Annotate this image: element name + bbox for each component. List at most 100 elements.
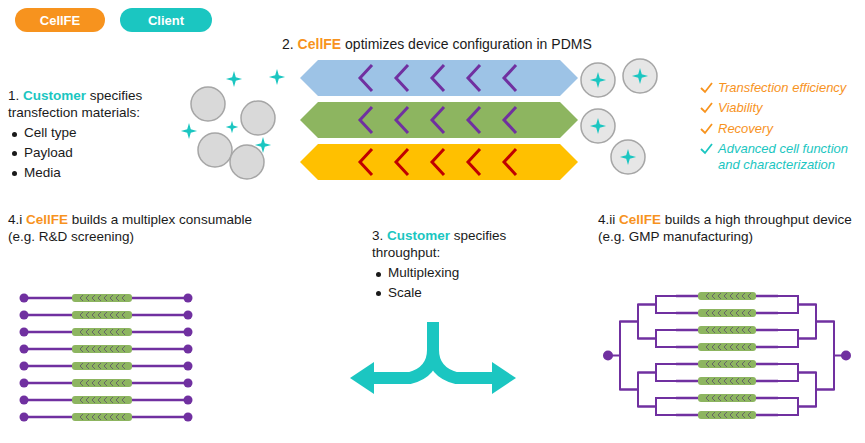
chevron: [116, 397, 119, 403]
text-row: Transfection efficiency: [700, 80, 860, 96]
step-number: 4.ii: [598, 212, 615, 227]
step-number: 2.: [282, 36, 294, 52]
port: [20, 294, 29, 303]
multiplex-consumable: [20, 294, 193, 422]
chevron: [104, 397, 107, 403]
chevron: [104, 380, 107, 386]
chevron: [706, 378, 709, 384]
branch-line: [778, 296, 798, 313]
chevron: [724, 344, 727, 350]
branch-line: [798, 373, 816, 407]
chevron: [724, 412, 727, 418]
text-row: Cell type: [8, 125, 203, 142]
chevron: [730, 310, 733, 316]
chevron: [736, 344, 739, 350]
chevron: [742, 344, 745, 350]
port: [184, 294, 193, 303]
port: [184, 379, 193, 388]
chevron: [122, 312, 125, 318]
port: [603, 351, 613, 361]
chevron: [706, 310, 709, 316]
chevron: [86, 397, 89, 403]
chevron: [86, 329, 89, 335]
chevron: [396, 149, 408, 175]
port: [184, 396, 193, 405]
chevron: [736, 310, 739, 316]
chevron: [122, 380, 125, 386]
check-mark: [700, 102, 713, 114]
chevron: [110, 397, 113, 403]
chevron: [706, 327, 709, 333]
chevron: [724, 395, 727, 401]
chevron: [468, 149, 480, 175]
chevron: [748, 361, 751, 367]
port: [184, 362, 193, 371]
chevron: [116, 414, 119, 420]
chevron: [432, 65, 444, 91]
actor-name: Customer: [387, 228, 450, 243]
chevron: [110, 414, 113, 420]
chevron: [92, 380, 95, 386]
chevron: [724, 378, 727, 384]
chevron: [742, 361, 745, 367]
chevron: [98, 397, 101, 403]
chevron: [86, 312, 89, 318]
chevron: [706, 293, 709, 299]
chevron: [432, 107, 444, 133]
chevron: [116, 312, 119, 318]
chevron: [122, 414, 125, 420]
chevron: [748, 395, 751, 401]
chevron: [104, 414, 107, 420]
chevron: [736, 395, 739, 401]
branch-line: [778, 364, 798, 381]
channel-segment: [698, 360, 756, 368]
text-group: Transfection efficiencyViabilityRecovery…: [700, 80, 860, 173]
chevron: [730, 361, 733, 367]
branch-line: [638, 373, 656, 407]
channel-segment: [698, 411, 756, 419]
text-row: 2.CellFEoptimizes device configuration i…: [282, 36, 702, 54]
text-row: Media: [8, 165, 203, 182]
bullet-dot: [12, 171, 17, 176]
chevron: [98, 380, 101, 386]
chevron: [116, 295, 119, 301]
chevron: [712, 378, 715, 384]
chevron: [718, 378, 721, 384]
chevron: [742, 395, 745, 401]
chevron: [736, 327, 739, 333]
text-group: 2.CellFEoptimizes device configuration i…: [282, 36, 702, 54]
chevron: [742, 327, 745, 333]
chevron: [80, 380, 83, 386]
branch-line: [656, 296, 676, 313]
chevron: [86, 414, 89, 420]
chevron: [104, 346, 107, 352]
chevron: [712, 310, 715, 316]
legend-text: CellFE: [40, 13, 80, 28]
channel-segment: [698, 309, 756, 317]
channel-segment: [698, 377, 756, 385]
chevron: [748, 344, 751, 350]
channel-segment: [72, 396, 132, 404]
channel-segment: [698, 394, 756, 402]
chevron: [110, 363, 113, 369]
chevron: [98, 363, 101, 369]
legend-swatch: CellFE: [15, 8, 105, 32]
legend-text: Client: [148, 13, 184, 28]
branch-line: [656, 330, 676, 347]
chevron: [80, 329, 83, 335]
port: [20, 362, 29, 371]
text-row: Scale: [372, 285, 537, 302]
check-mark: [700, 123, 713, 135]
step-text: Cell type: [24, 125, 77, 140]
chevron: [122, 363, 125, 369]
step-number: 1.: [8, 88, 19, 103]
chevron: [98, 329, 101, 335]
chevron: [104, 363, 107, 369]
chevron: [718, 310, 721, 316]
text-row: Payload: [8, 145, 203, 162]
chevron: [724, 327, 727, 333]
chevron: [92, 312, 95, 318]
port: [841, 351, 851, 361]
chevron: [80, 397, 83, 403]
step-text: Media: [24, 165, 61, 180]
